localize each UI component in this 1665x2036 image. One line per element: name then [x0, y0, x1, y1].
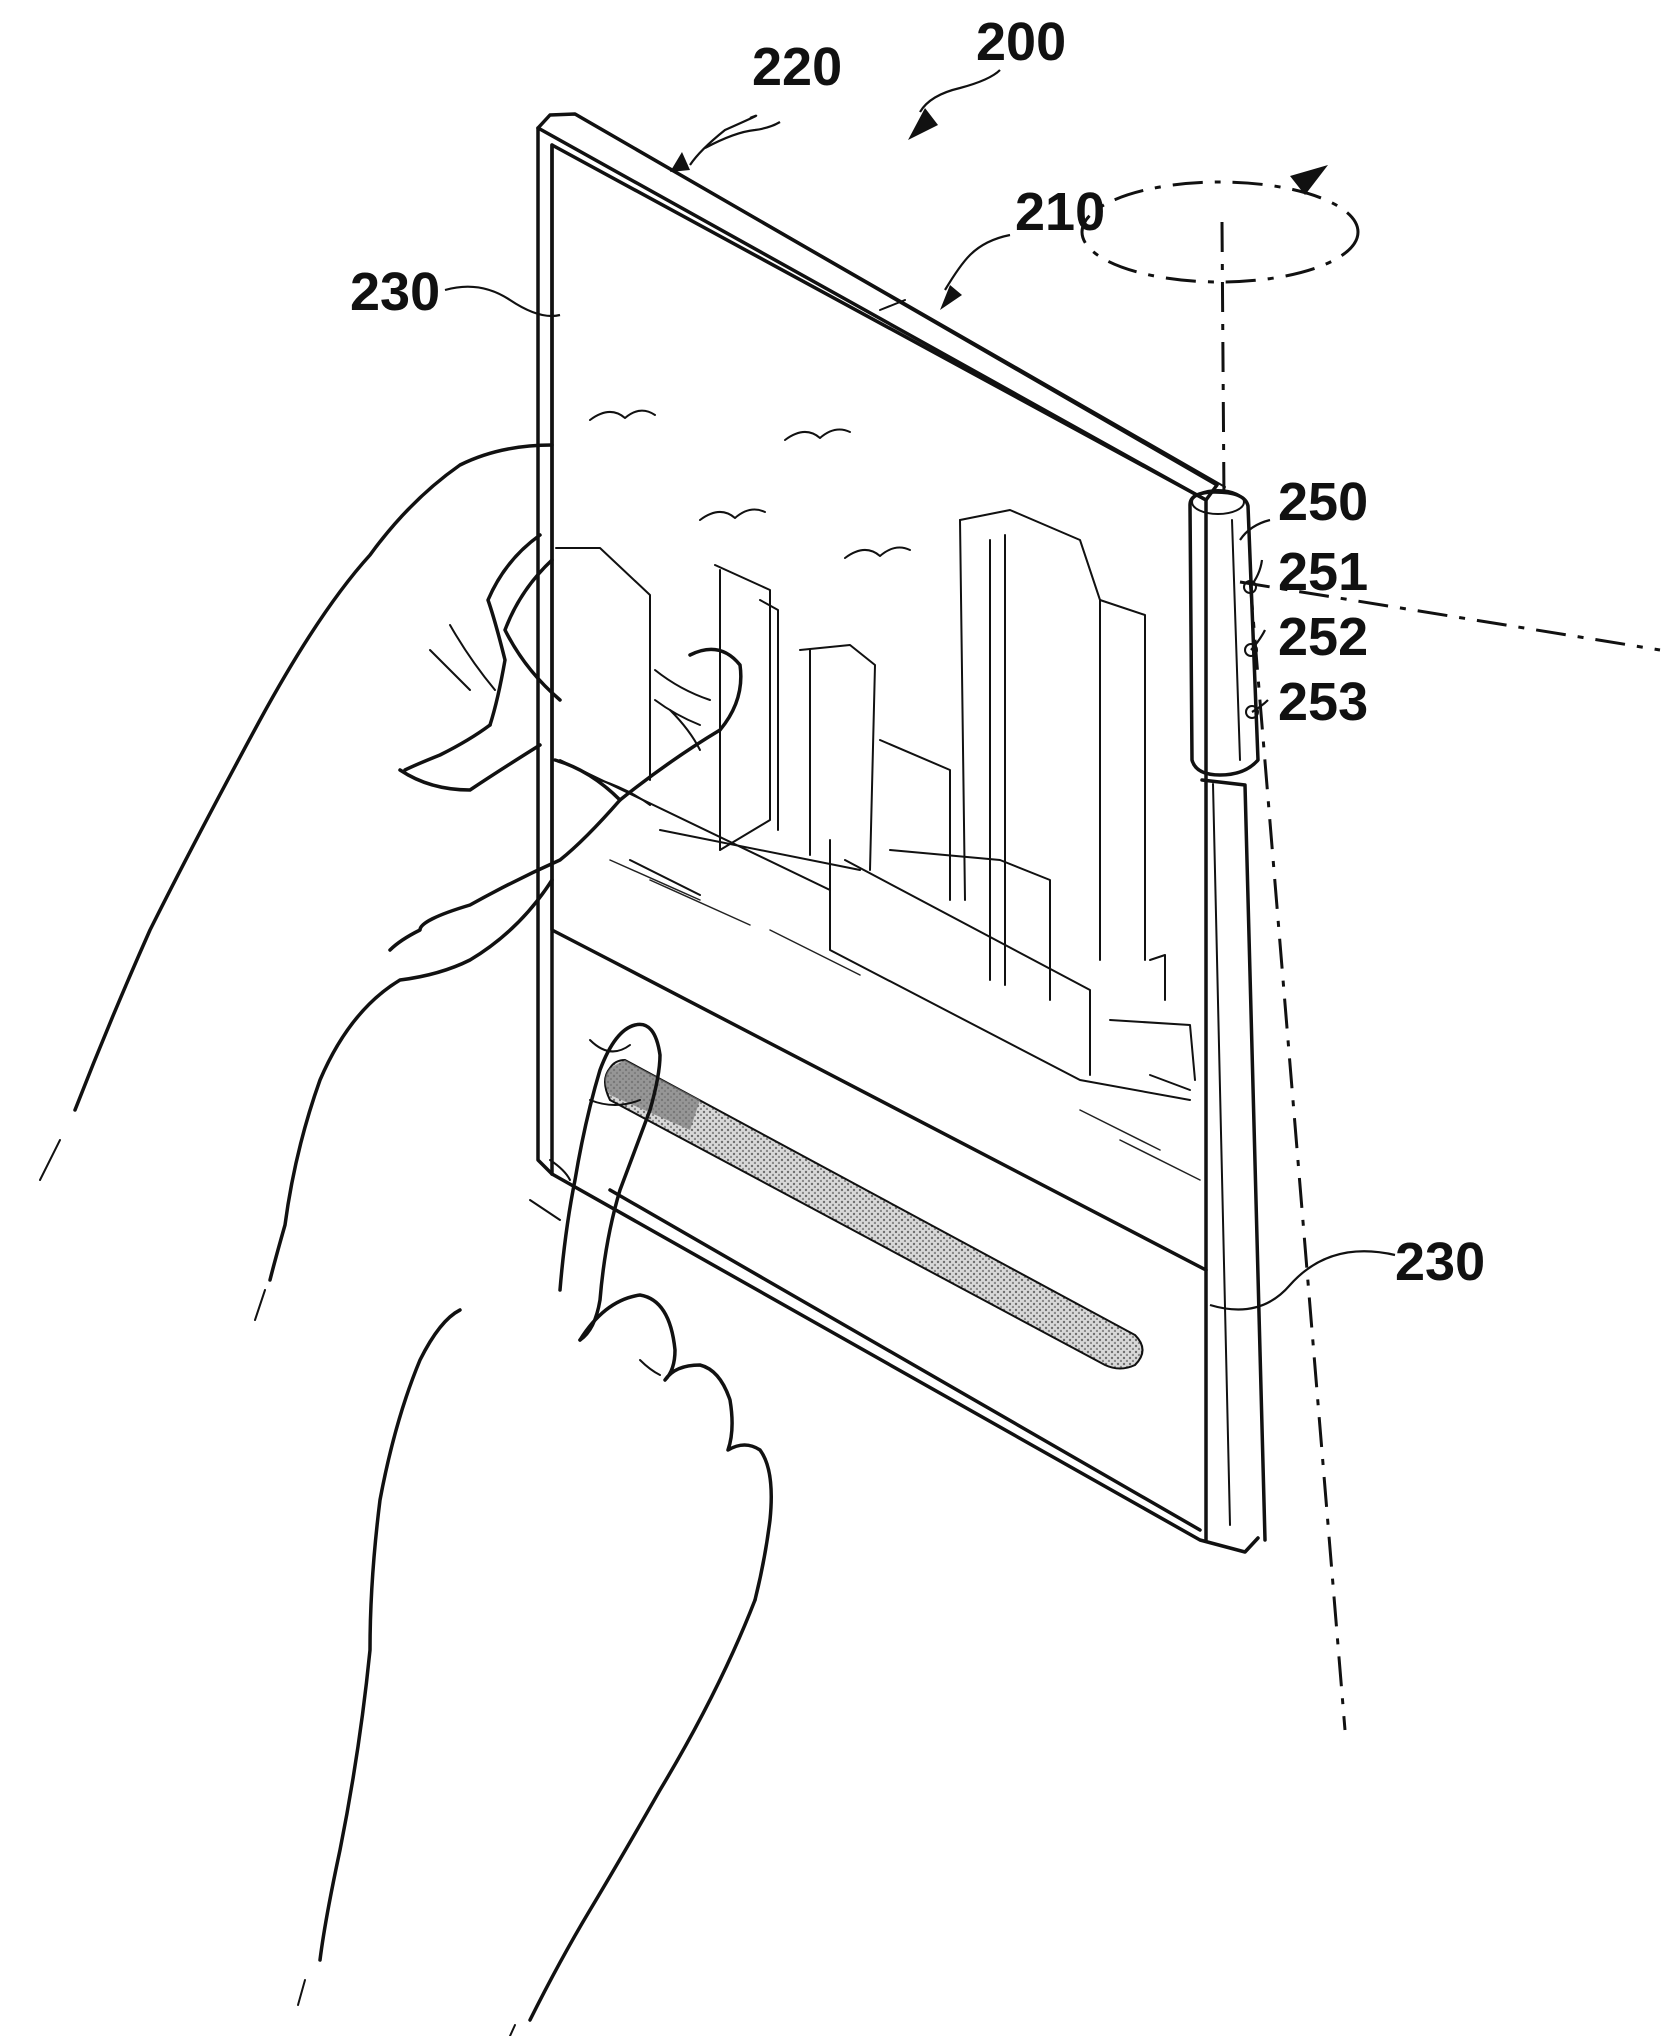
label-252: 252: [1278, 607, 1368, 667]
reference-labels: 200 220 210 230 250 251 252 253 230: [350, 12, 1485, 1292]
display-city-illustration: [555, 409, 1201, 1181]
button-252-icon: [1244, 643, 1258, 657]
foldable-device: [536, 112, 1267, 1554]
label-230-lower: 230: [1395, 1232, 1485, 1292]
label-220: 220: [752, 37, 842, 97]
leader-lines: [444, 69, 1396, 1311]
rotation-arrow-icon: [1290, 165, 1328, 195]
scroll-bar[interactable]: [604, 1058, 1144, 1370]
label-230-upper: 230: [350, 262, 440, 322]
button-251-icon: [1243, 580, 1257, 594]
label-200: 200: [976, 12, 1066, 72]
label-253: 253: [1278, 672, 1368, 732]
label-251: 251: [1278, 542, 1368, 602]
right-hand: [297, 1022, 773, 2036]
left-hand: [39, 443, 743, 1321]
label-210: 210: [1015, 182, 1105, 242]
label-250: 250: [1278, 472, 1368, 532]
rotation-axis: [1080, 165, 1661, 1731]
button-253-icon: [1245, 705, 1259, 719]
